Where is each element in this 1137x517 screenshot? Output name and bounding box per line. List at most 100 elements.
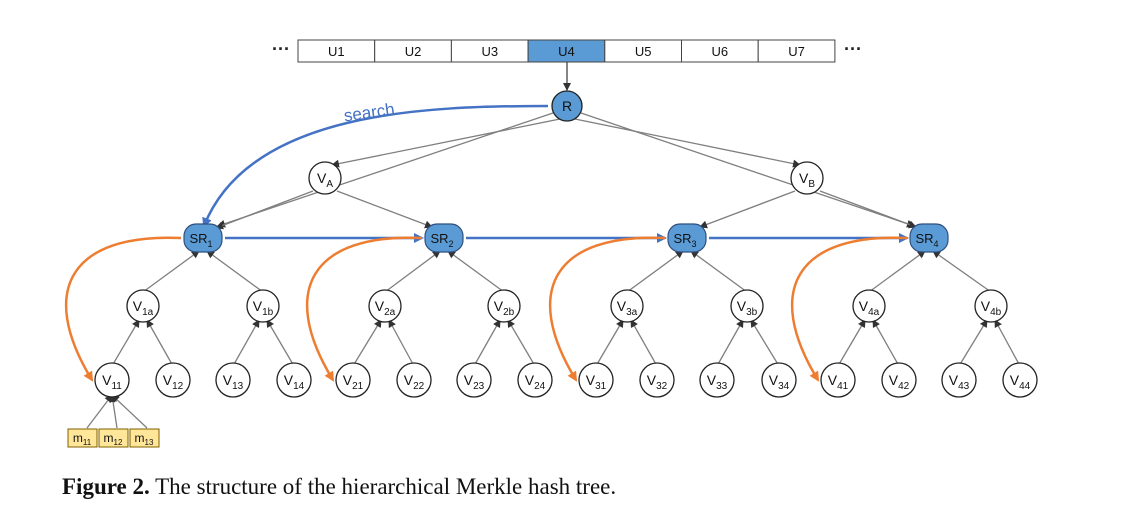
subroot-node-label: SR2 [430, 231, 453, 249]
tree-edge [232, 319, 260, 367]
message-box-11: m11 [67, 428, 98, 448]
subroot-node-3: SR3 [667, 223, 707, 253]
level2-node-3a-label: V3a [617, 298, 638, 318]
level2-node-4a: V4a [852, 289, 886, 323]
leaf-node-13-circle [215, 362, 251, 398]
user-bar-left-ellipsis: ··· [272, 39, 290, 59]
level2-node-2a-circle [368, 289, 402, 323]
level2-node-2b-label: V2b [494, 298, 515, 318]
leaf-node-24: V24 [517, 362, 553, 398]
leaf-node-32-circle [639, 362, 675, 398]
leaf-node-11: V11 [94, 362, 130, 398]
leaf-node-33-circle [699, 362, 735, 398]
tree-edge [837, 319, 866, 367]
tree-edge [699, 190, 796, 229]
subroot-node-box [424, 223, 464, 253]
leaf-node-23-circle [456, 362, 492, 398]
leaf-node-13-label: V13 [223, 372, 244, 392]
leaf-node-44-circle [1002, 362, 1038, 398]
leaf-node-43-circle [941, 362, 977, 398]
user-cell-u7 [757, 39, 836, 63]
leaf-node-23: V23 [456, 362, 492, 398]
level2-node-4b-circle [974, 289, 1008, 323]
tree-edge [994, 319, 1021, 367]
level2-node-4a-circle [852, 289, 886, 323]
figure-caption: Figure 2. The structure of the hierarchi… [62, 474, 616, 500]
tree-edges [86, 62, 1021, 429]
user-cell-label: U4 [558, 44, 575, 59]
tree-edge [690, 250, 748, 293]
tree-edge [388, 319, 415, 367]
leaf-node-22: V22 [396, 362, 432, 398]
tree-edge [111, 394, 148, 429]
leaf-node-44-label: V44 [1010, 372, 1031, 392]
message-box-label: m13 [135, 431, 154, 447]
root-node-circle [551, 90, 583, 122]
level2-node-3b-circle [730, 289, 764, 323]
leaf-node-22-label: V22 [404, 372, 425, 392]
tree-edge [447, 250, 505, 293]
leaf-node-31-circle [578, 362, 614, 398]
leaf-node-22-circle [396, 362, 432, 398]
leaf-node-24-label: V24 [525, 372, 546, 392]
tree-edge [336, 190, 433, 229]
message-box-label: m11 [73, 431, 92, 447]
tree-edge [215, 190, 314, 230]
orange-arrow [64, 236, 182, 382]
subroot-node-box [667, 223, 707, 253]
tree-edge [716, 319, 744, 367]
search-label: search [343, 100, 396, 126]
orange-arrow [548, 236, 666, 382]
user-bar-right-ellipsis: ··· [844, 39, 862, 59]
tree-edge [507, 319, 536, 367]
leaf-node-31-label: V31 [586, 372, 607, 392]
level2-node-3b-label: V3b [737, 298, 758, 318]
user-cell-label: U2 [405, 44, 422, 59]
subroot-node-label: SR1 [189, 231, 212, 249]
message-box-12: m12 [98, 428, 129, 448]
leaf-node-21-label: V21 [343, 372, 364, 392]
message-box-rect [129, 428, 160, 448]
leaf-node-24-circle [517, 362, 553, 398]
user-cell-label: U7 [788, 44, 805, 59]
level2-node-1b-label: V1b [253, 298, 274, 318]
leaf-node-43-label: V43 [949, 372, 970, 392]
tree-edge [146, 319, 174, 367]
subroot-node-1: SR1 [183, 223, 223, 253]
level2-node-2b-circle [487, 289, 521, 323]
orange-arrows [64, 236, 908, 382]
tree-edge [574, 118, 801, 168]
orange-arrow [790, 236, 908, 382]
message-box-rect [98, 428, 129, 448]
tree-edge [595, 319, 624, 367]
leaf-node-43: V43 [941, 362, 977, 398]
leaf-node-21-circle [335, 362, 371, 398]
mid-node-a-circle [308, 161, 342, 195]
leaf-node-34-circle [761, 362, 797, 398]
search-arrow [202, 104, 549, 228]
message-boxes: m11 m12 m13 [67, 428, 160, 448]
leaf-node-42-circle [881, 362, 917, 398]
tree-edge [206, 250, 264, 293]
level2-node-4b-label: V4b [981, 298, 1002, 318]
tree-edge [86, 394, 113, 429]
leaf-node-11-label: V11 [102, 372, 122, 392]
subroot-node-box [183, 223, 223, 253]
user-cell-label: U1 [328, 44, 345, 59]
subroot-node-4: SR4 [909, 223, 949, 253]
leaf-node-13: V13 [215, 362, 251, 398]
leaf-node-12-label: V12 [163, 372, 184, 392]
leaf-node-11-circle [94, 362, 130, 398]
tree-edge [384, 250, 441, 293]
leaf-node-34: V34 [761, 362, 797, 398]
message-box-13: m13 [129, 428, 160, 448]
leaf-node-41: V41 [820, 362, 856, 398]
tree-edge [142, 250, 200, 293]
leaf-node-41-circle [820, 362, 856, 398]
root-node-label: R [562, 98, 572, 114]
leaf-node-44: V44 [1002, 362, 1038, 398]
orange-arrow [305, 236, 423, 382]
leaf-node-12-circle [155, 362, 191, 398]
